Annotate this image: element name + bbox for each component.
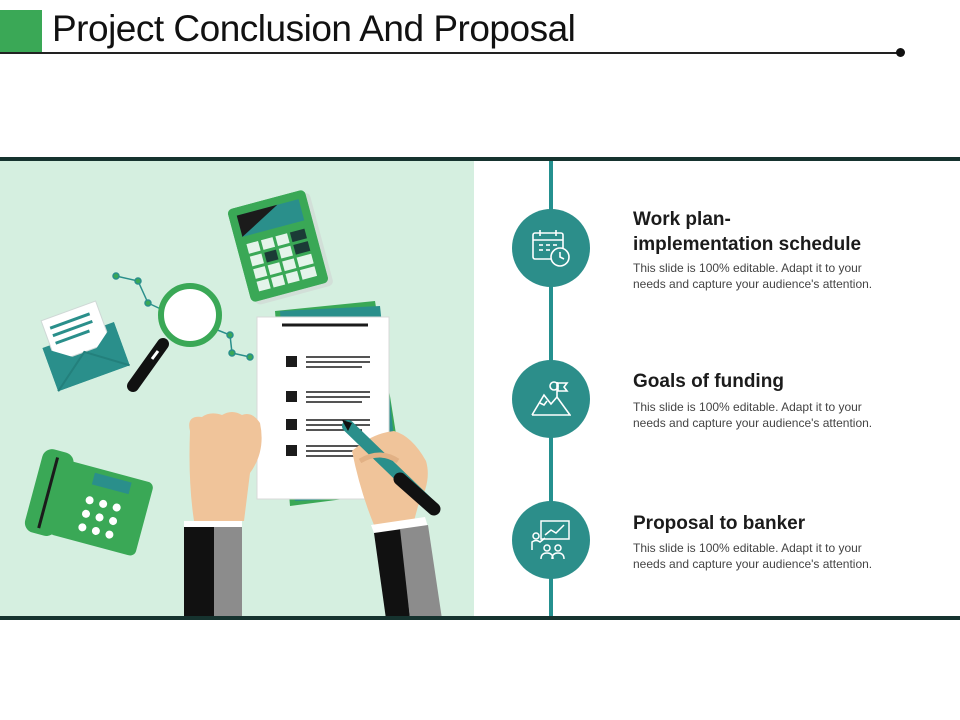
item-1-title-line1: Work plan- [633,209,731,230]
item-3-description: This slide is 100% editable. Adapt it to… [633,540,913,572]
page-title: Project Conclusion And Proposal [52,8,576,49]
calculator-icon [228,190,333,305]
item-1-description: This slide is 100% editable. Adapt it to… [633,260,913,292]
calendar-clock-icon [532,230,570,267]
title-accent-square [0,10,42,52]
left-hand [184,412,262,616]
item-1-title-line2: implementation schedule [633,234,862,255]
item-2-description: This slide is 100% editable. Adapt it to… [633,399,913,431]
item-2-desc-line1: This slide is 100% editable. Adapt it to… [633,400,862,414]
item-3-title: Proposal to banker [633,513,806,534]
document-stack [256,301,405,506]
desk-illustration [24,190,442,616]
magnifier-icon [127,283,222,392]
timeline-node-2 [512,360,590,438]
band-top-border [0,157,960,161]
mountain-flag-icon [531,381,571,416]
item-1-title: Work plan- implementation schedule [633,207,933,257]
right-hand [342,420,442,616]
item-3-desc-line1: This slide is 100% editable. Adapt it to… [633,541,862,555]
item-1-desc-line1: This slide is 100% editable. Adapt it to… [633,261,862,275]
item-3-desc-line2: needs and capture your audience's attent… [633,557,873,571]
timeline-node-1 [512,209,590,287]
item-2-desc-line2: needs and capture your audience's attent… [633,416,873,430]
illustration-panel [0,161,474,616]
timeline-node-3 [512,501,590,579]
envelope-icon [40,300,130,392]
presentation-audience-icon [531,520,570,560]
title-underline-dot [896,48,905,57]
item-2-title: Goals of funding [633,371,784,392]
title-underline [0,52,898,54]
network-dots [112,272,254,361]
band-bottom-border [0,616,960,620]
telephone-icon [24,449,153,556]
item-1-desc-line2: needs and capture your audience's attent… [633,277,873,291]
